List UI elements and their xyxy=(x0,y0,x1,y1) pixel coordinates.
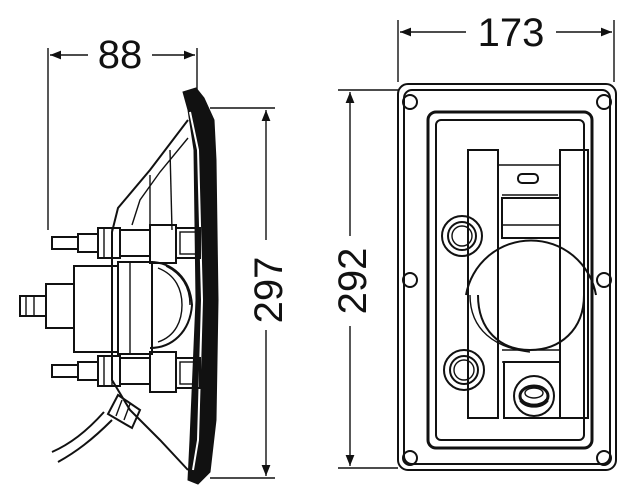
recessed-dish xyxy=(426,110,594,450)
handle-bar xyxy=(465,149,597,419)
mounting-plate xyxy=(397,83,617,471)
handle-dish xyxy=(149,261,194,349)
front-width-label: 173 xyxy=(478,11,545,55)
side-depth-label: 88 xyxy=(98,33,143,77)
upper-bolt xyxy=(51,224,201,264)
lower-bolt xyxy=(51,351,201,393)
front-height-label: 292 xyxy=(331,248,375,315)
side-view: 88 297 xyxy=(19,30,291,485)
front-lower-bolt xyxy=(443,349,485,391)
screw-holes xyxy=(402,94,612,466)
dimension-front-height: 292 xyxy=(328,89,398,469)
cable-gland xyxy=(51,393,142,463)
side-height-label: 297 xyxy=(247,257,291,324)
release-slot xyxy=(517,173,539,184)
center-shaft xyxy=(19,261,153,355)
dimension-side-depth: 88 xyxy=(47,30,198,230)
dimension-front-width: 173 xyxy=(397,8,615,82)
housing-body xyxy=(111,119,189,471)
flange-bezel xyxy=(182,87,219,485)
front-upper-bolt xyxy=(441,215,483,257)
dimension-side-height: 297 xyxy=(210,107,291,479)
front-lock-cylinder xyxy=(513,375,555,417)
front-view: 173 292 xyxy=(328,8,617,471)
